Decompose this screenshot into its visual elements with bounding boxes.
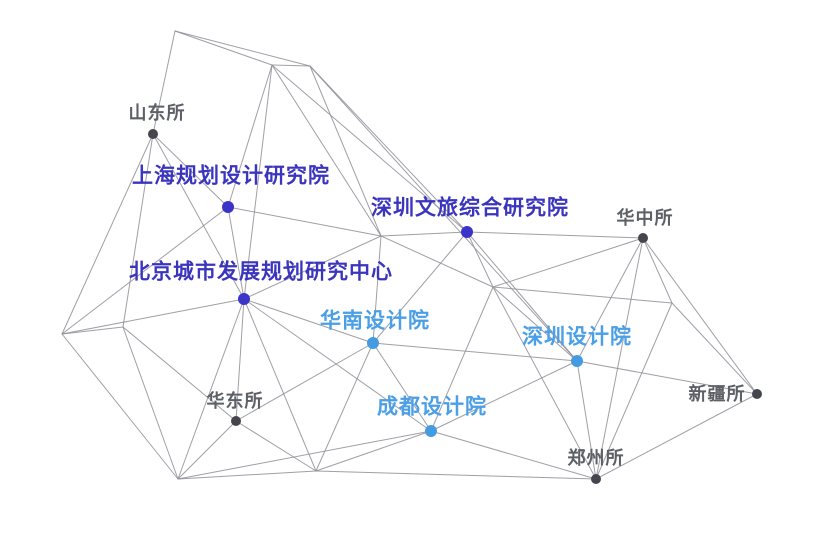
edge-j7-shenzhensj <box>492 286 578 362</box>
node-shenzhensj[interactable] <box>571 355 583 367</box>
edge-shandong-j5 <box>122 133 154 328</box>
edge-j7-chengdu <box>430 286 494 432</box>
edge-shanghai-j6 <box>227 206 382 237</box>
label-xinjiang[interactable]: 新疆所 <box>688 384 746 405</box>
edge-beijing-huanan <box>243 298 374 344</box>
edge-j1-shandong <box>152 30 176 135</box>
edge-j2-j3 <box>271 64 311 67</box>
edge-chengdu-zhengzhou <box>430 430 597 480</box>
label-huadong[interactable]: 华东所 <box>206 391 264 412</box>
label-shandong[interactable]: 山东所 <box>128 103 186 124</box>
node-huanan[interactable] <box>367 337 379 349</box>
edge-j2-j6 <box>271 64 382 237</box>
edge-shenzhenwl-shenzhensj <box>466 231 578 362</box>
edge-j6-j7 <box>380 235 494 288</box>
edge-huazhong-xinjiang <box>642 237 758 395</box>
edge-shenzhensj-chengdu <box>430 360 578 432</box>
node-xinjiang[interactable] <box>752 389 762 399</box>
edge-j9-zhengzhou <box>315 470 597 480</box>
edge-j3-shenzhensj <box>309 65 578 362</box>
edge-j2-beijing <box>243 64 273 300</box>
edge-j6-shenzhenwl <box>380 231 468 237</box>
edge-shandong-beijing <box>152 133 245 300</box>
edge-j7-j10 <box>492 286 673 304</box>
node-zhengzhou[interactable] <box>591 474 601 484</box>
edge-j4-j5 <box>61 326 124 335</box>
edge-huanan-huadong <box>235 342 374 422</box>
edge-shanghai-j4 <box>61 206 229 335</box>
label-huazhong[interactable]: 华中所 <box>616 208 674 229</box>
edge-shanghai-beijing <box>227 206 245 300</box>
edge-xinjiang-shenzhensj <box>576 360 758 395</box>
edge-j1-j2 <box>174 30 273 66</box>
node-shandong[interactable] <box>148 129 158 139</box>
label-shenzhensj[interactable]: 深圳设计院 <box>522 324 632 349</box>
edge-j3-j6 <box>309 65 382 237</box>
edge-shenzhensj-zhengzhou <box>576 360 597 480</box>
edge-j8-chengdu <box>177 430 432 480</box>
edge-j6-huanan <box>372 235 382 344</box>
edge-huanan-chengdu <box>372 342 432 432</box>
edge-huanan-j9 <box>315 342 374 472</box>
edge-huazhong-j10 <box>642 237 673 304</box>
edge-xinjiang-zhengzhou <box>595 393 758 480</box>
edge-j3-shenzhenwl <box>309 65 468 233</box>
edge-beijing-huadong <box>235 298 245 422</box>
edge-j5-huadong <box>122 326 237 422</box>
edge-j10-zhengzhou <box>595 302 673 480</box>
edge-shenzhenwl-j7 <box>466 231 494 288</box>
label-shanghai[interactable]: 上海规划设计研究院 <box>132 163 330 188</box>
edge-huadong-j8 <box>177 420 237 480</box>
label-shenzhenwl[interactable]: 深圳文旅综合研究院 <box>371 195 569 220</box>
label-huanan[interactable]: 华南设计院 <box>320 308 430 333</box>
edge-j4-beijing <box>61 298 245 335</box>
edge-shenzhenwl-huanan <box>372 231 468 344</box>
edge-j2-shanghai <box>227 64 273 208</box>
label-zhengzhou[interactable]: 郑州所 <box>567 448 625 469</box>
edge-beijing-j9 <box>243 298 317 472</box>
edge-beijing-j6 <box>243 235 382 300</box>
edge-huazhong-zhengzhou <box>595 237 644 480</box>
label-chengdu[interactable]: 成都设计院 <box>377 394 487 419</box>
edge-j8-j9 <box>177 470 317 480</box>
node-chengdu[interactable] <box>425 425 437 437</box>
edge-shandong-shanghai <box>152 133 229 208</box>
node-huadong[interactable] <box>231 416 241 426</box>
edge-shenzhenwl-huazhong <box>466 231 644 239</box>
edge-beijing-chengdu <box>243 298 432 432</box>
edge-j9-chengdu <box>315 430 432 472</box>
node-shanghai[interactable] <box>222 201 234 213</box>
edge-shandong-j4 <box>61 133 154 335</box>
edge-huazhong-shenzhensj <box>576 237 644 362</box>
edge-shenzhensj-huanan <box>372 342 578 362</box>
edge-j4-j8 <box>61 333 179 480</box>
edge-j10-xinjiang <box>671 302 758 395</box>
node-beijing[interactable] <box>238 293 250 305</box>
edge-j1-j3 <box>174 30 311 67</box>
edge-huadong-j9 <box>235 420 317 472</box>
label-beijing[interactable]: 北京城市发展规划研究中心 <box>129 259 393 284</box>
node-shenzhenwl[interactable] <box>461 226 473 238</box>
node-huazhong[interactable] <box>638 233 648 243</box>
edge-j7-zhengzhou <box>492 286 597 480</box>
edge-j5-j8 <box>122 326 179 480</box>
edge-beijing-j8 <box>177 298 245 480</box>
edge-huazhong-j7 <box>492 237 644 288</box>
